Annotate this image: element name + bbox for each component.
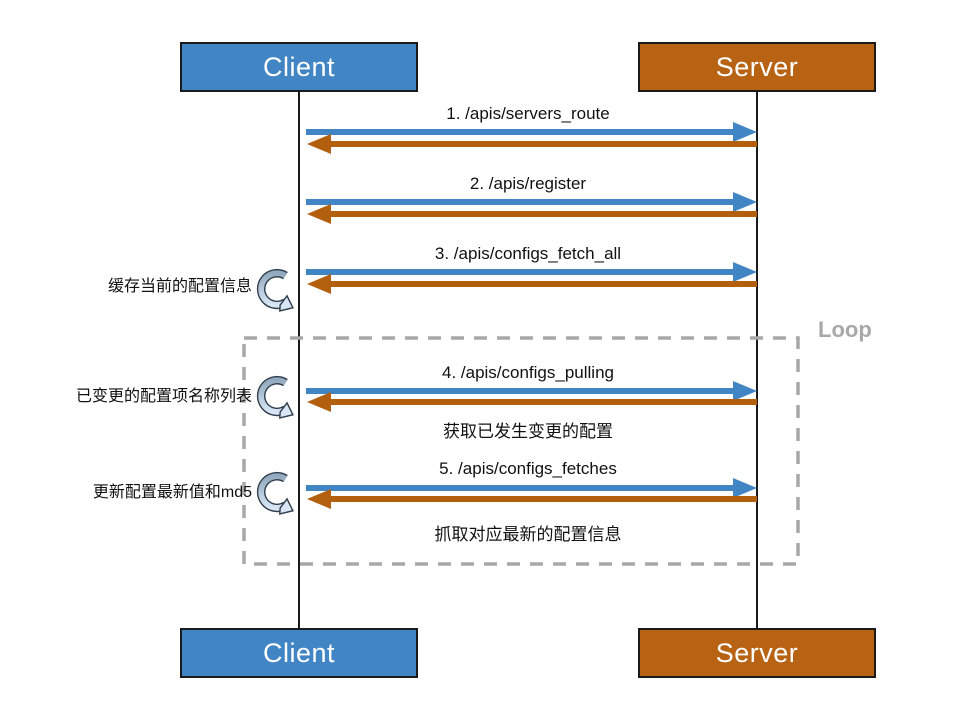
loop-fragment-label: Loop (818, 317, 872, 342)
actor-client-bottom-label: Client (262, 637, 336, 668)
actor-client-bottom: Client (180, 628, 418, 678)
message-2-response-arrow (331, 211, 757, 217)
message-3-request-arrowhead-icon (733, 262, 757, 282)
message-5-note: 抓取对应最新的配置信息 (434, 525, 622, 544)
message-5-request-arrow (306, 485, 734, 491)
message-3-response-arrow (331, 281, 757, 287)
annotation-update-config-md5: 更新配置最新值和md5 (92, 484, 252, 501)
curved-self-arrow-icon (256, 471, 294, 515)
message-1-label: 1. /apis/servers_route (446, 104, 610, 123)
message-4-label: 4. /apis/configs_pulling (441, 363, 614, 382)
actor-client-top: Client (180, 42, 418, 92)
message-3-label: 3. /apis/configs_fetch_all (434, 244, 622, 263)
message-4-request-arrowhead-icon (733, 381, 757, 401)
actor-server-bottom-label: Server (715, 637, 799, 668)
loop-fragment-box (242, 336, 800, 566)
message-1-request-arrow (306, 129, 734, 135)
client-lifeline (298, 90, 300, 630)
message-2-label: 2. /apis/register (469, 174, 587, 193)
message-4-note: 获取已发生变更的配置 (443, 422, 613, 441)
annotation-changed-config-list: 已变更的配置项名称列表 (75, 388, 252, 405)
curved-self-arrow-icon (256, 268, 294, 312)
message-4-request-arrow (306, 388, 734, 394)
message-5-label: 5. /apis/configs_fetches (439, 459, 617, 478)
message-2-request-arrow (306, 199, 734, 205)
message-1-request-arrowhead-icon (733, 122, 757, 142)
message-4-response-arrow (331, 399, 757, 405)
curved-self-arrow-icon (256, 375, 294, 419)
message-5-response-arrow (331, 496, 757, 502)
message-2-request-arrowhead-icon (733, 192, 757, 212)
actor-client-top-label: Client (262, 51, 336, 82)
actor-server-bottom: Server (638, 628, 876, 678)
message-2-response-arrowhead-icon (307, 204, 331, 224)
message-1-response-arrowhead-icon (307, 134, 331, 154)
actor-server-top-label: Server (715, 51, 799, 82)
message-3-response-arrowhead-icon (307, 274, 331, 294)
message-4-response-arrowhead-icon (307, 392, 331, 412)
message-1-response-arrow (331, 141, 757, 147)
annotation-cache-config: 缓存当前的配置信息 (107, 278, 252, 295)
message-3-request-arrow (306, 269, 734, 275)
message-5-response-arrowhead-icon (307, 489, 331, 509)
server-lifeline (756, 90, 758, 630)
actor-server-top: Server (638, 42, 876, 92)
message-5-request-arrowhead-icon (733, 478, 757, 498)
